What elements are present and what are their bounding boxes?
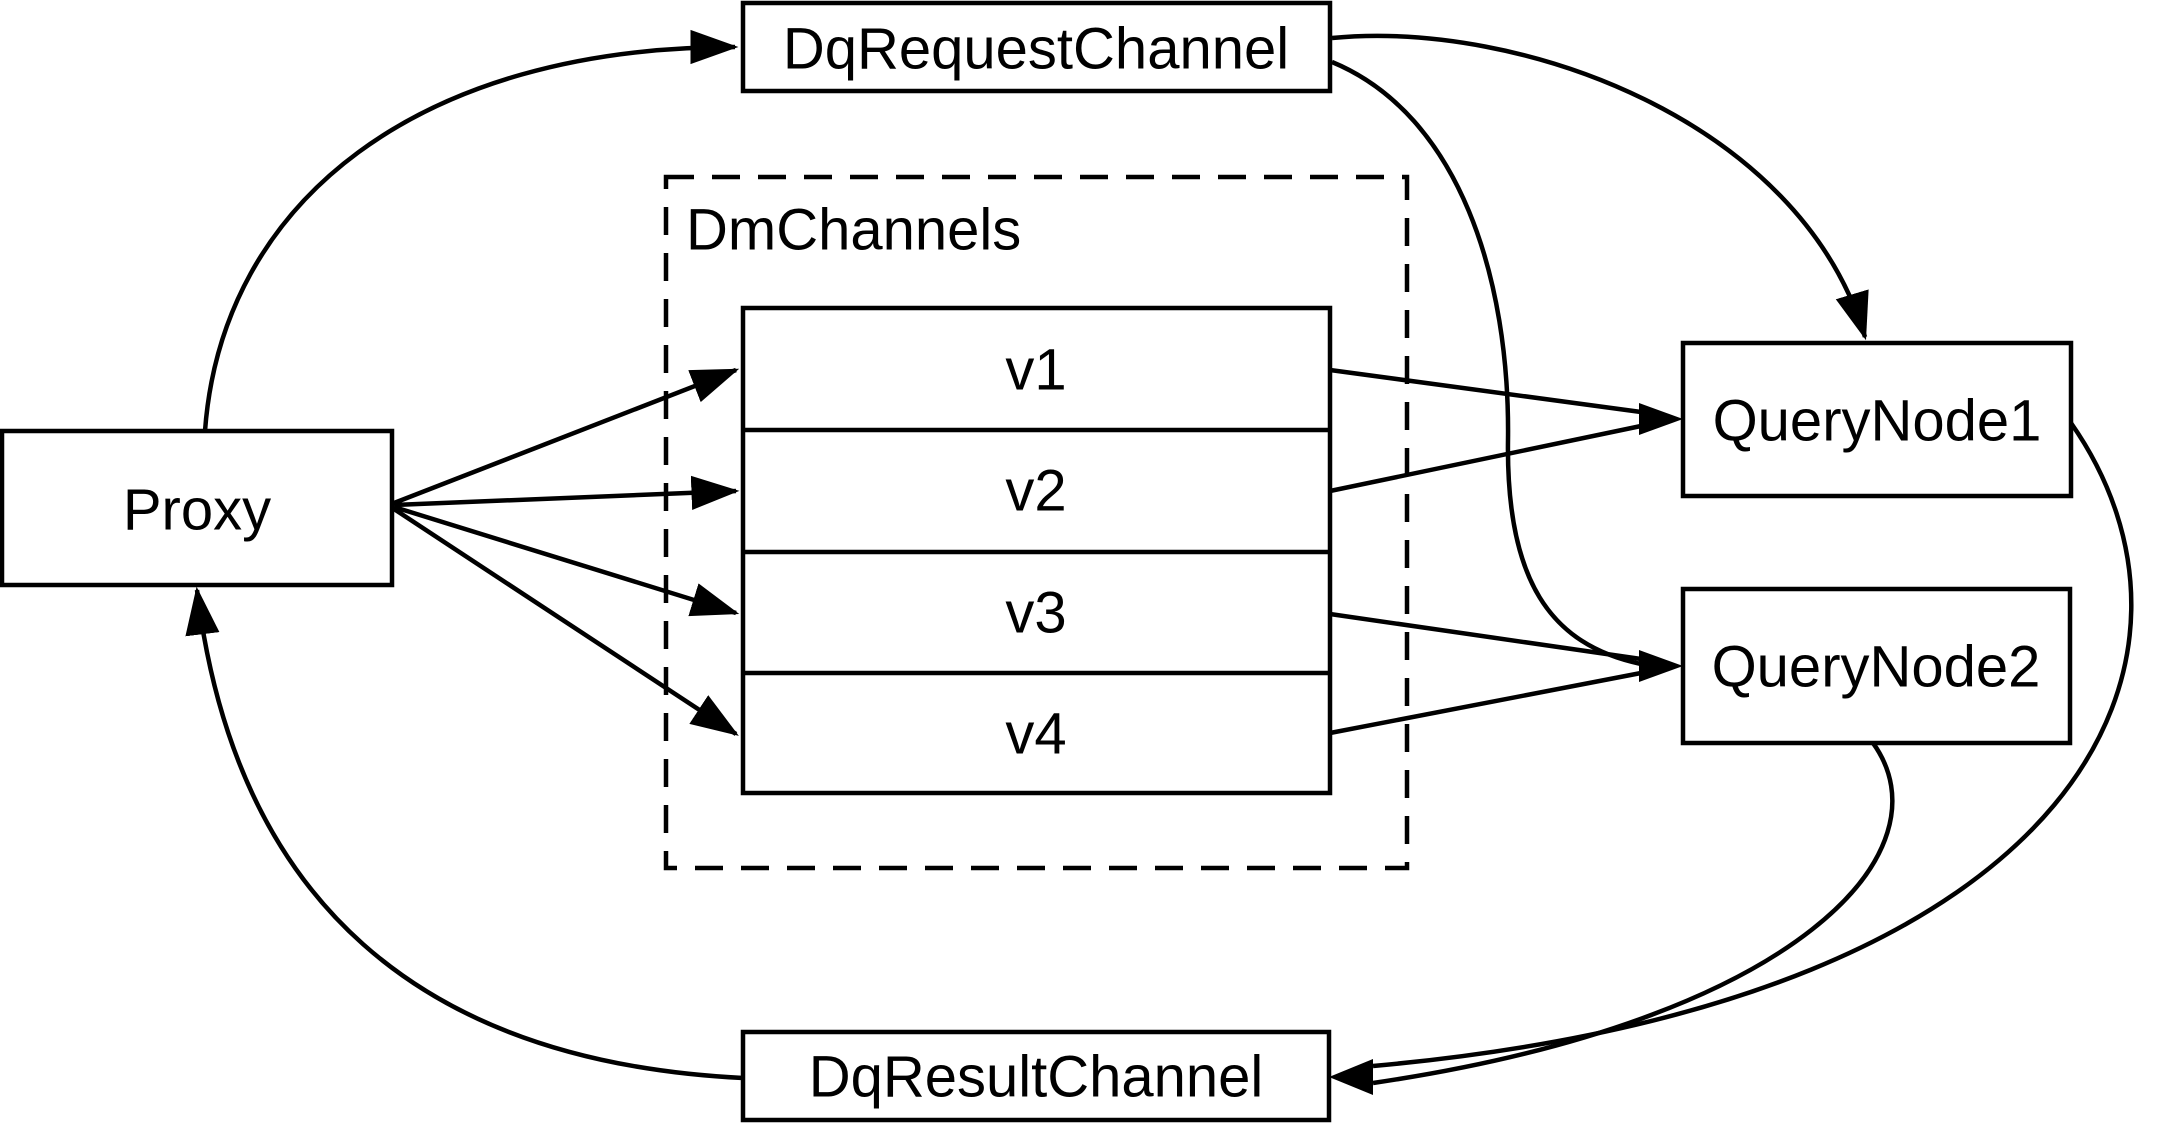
edge-dqrequestchannel-to-querynode1 <box>1331 33 1869 341</box>
proxy-label: Proxy <box>123 477 271 542</box>
dmchannels-group-box <box>663 174 1410 871</box>
querynode2-node: QueryNode2 <box>1680 586 2073 746</box>
querynode2-box <box>1680 586 2073 746</box>
querynode2-label: QueryNode2 <box>1712 634 2041 699</box>
edge-dqrequestchannel-to-querynode2 <box>1331 59 1642 667</box>
arrowhead-into-querynode2 <box>1639 650 1683 682</box>
channel-row-v2-label: v2 <box>1005 458 1066 523</box>
edge-v2-to-querynode1 <box>1329 423 1642 494</box>
arrowhead-into-dqresultchannel <box>1329 1059 1373 1095</box>
dqresultchannel-node: DqResultChannel <box>740 1029 1332 1123</box>
querynode1-label: QueryNode1 <box>1713 388 2042 453</box>
dqresultchannel-label: DqResultChannel <box>809 1044 1264 1109</box>
dmchannels-table: v1 v2 v3 v4 <box>740 305 1333 796</box>
edge-proxy-to-v1 <box>393 367 740 506</box>
edge-proxy-to-dqrequestchannel <box>202 29 739 432</box>
edge-proxy-to-v4 <box>392 507 739 736</box>
querynode1-box <box>1680 340 2074 499</box>
channel-row-v3-label: v3 <box>1005 580 1066 645</box>
edge-dqresultchannel-to-proxy <box>185 586 744 1081</box>
dqrequestchannel-node: DqRequestChannel <box>740 0 1333 94</box>
proxy-box <box>0 428 395 588</box>
dqresultchannel-box <box>740 1029 1332 1123</box>
edge-v4-to-querynode2 <box>1329 670 1642 736</box>
edge-v3-to-querynode2 <box>1329 611 1642 662</box>
dqrequestchannel-box <box>740 0 1333 94</box>
dqrequestchannel-label: DqRequestChannel <box>783 16 1289 81</box>
arrowhead-into-querynode1 <box>1639 403 1683 435</box>
edge-proxy-to-v2 <box>393 475 740 510</box>
channel-row-v1-label: v1 <box>1005 337 1066 402</box>
edge-proxy-to-v3 <box>393 504 740 617</box>
querynode1-node: QueryNode1 <box>1680 340 2074 499</box>
edge-querynode2-to-dqresultchannel <box>1372 741 1895 1086</box>
edge-v1-to-querynode1 <box>1329 367 1642 415</box>
proxy-node: Proxy <box>0 428 395 588</box>
channel-row-v4-label: v4 <box>1005 701 1066 766</box>
edge-querynode1-to-dqresultchannel <box>1372 421 2134 1069</box>
dmchannels-group-label: DmChannels <box>686 197 1021 262</box>
